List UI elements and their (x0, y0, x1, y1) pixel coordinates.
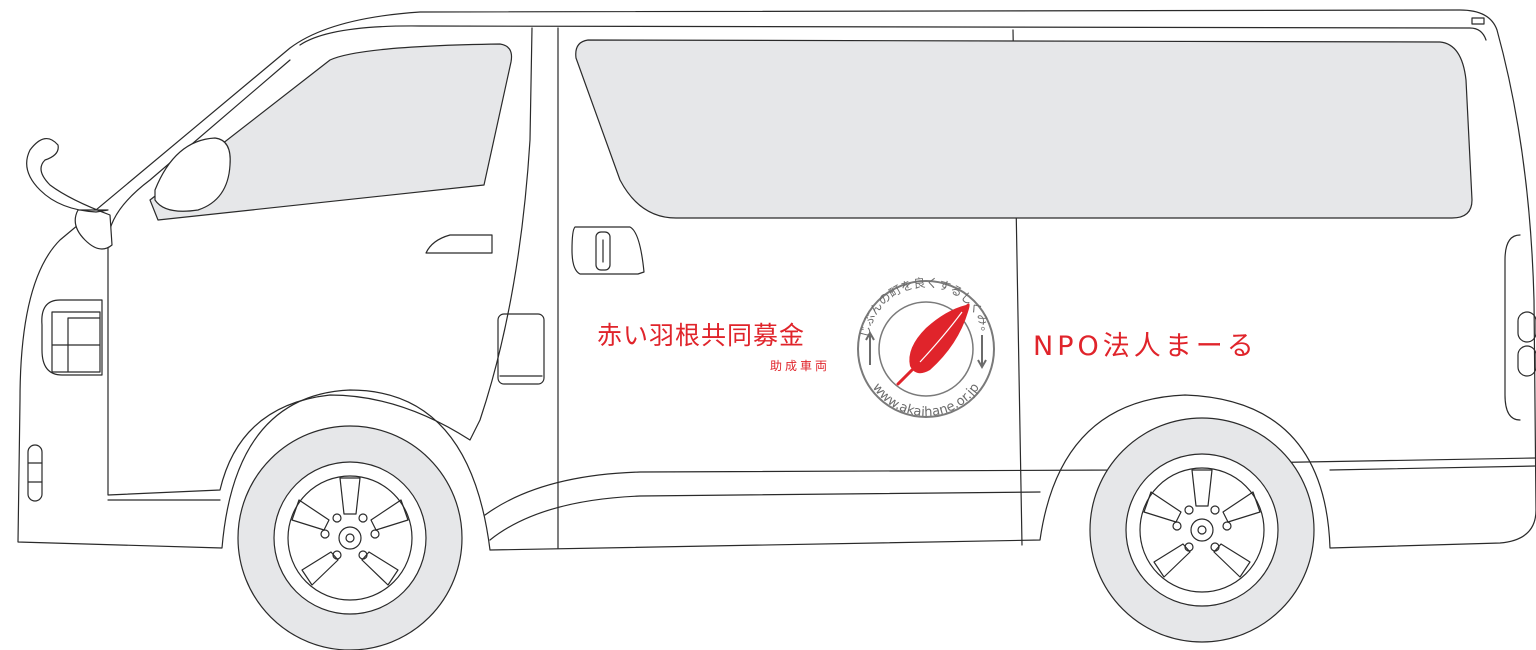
fund-name-text: 赤い羽根共同募金 (597, 321, 806, 350)
door-handle-grip (595, 231, 611, 271)
fund-subtitle-text: 助成車両 (770, 359, 831, 373)
lower-side-line (1329, 465, 1536, 471)
organization-name-text: NPO法人まーる (1033, 331, 1258, 362)
fuel-flap (497, 313, 545, 385)
red-feather-emblem: じぶんの町を良くするしくみ。 www.akaihane.or.jp (857, 275, 995, 420)
headlight (41, 299, 103, 376)
front-window (149, 43, 513, 221)
emblem-arrow-left (865, 330, 875, 365)
rear-reflector-upper (1517, 311, 1536, 343)
rear-light (1504, 234, 1521, 421)
rear-corner (1471, 17, 1485, 25)
rear-reflector-lower (1517, 345, 1536, 377)
front-wheel (237, 425, 463, 650)
roof-line (299, 25, 1487, 46)
red-feather-icon (896, 303, 970, 386)
sliding-door-handle (571, 226, 645, 275)
rear-wheel (1089, 417, 1315, 643)
rear-window (575, 39, 1473, 219)
front-handle-curl (26, 138, 113, 250)
emblem-arrow-right (977, 335, 987, 370)
side-marker (27, 444, 43, 502)
headlight-inner (51, 311, 101, 373)
side-mirror (154, 137, 231, 212)
front-door-handle (425, 234, 493, 254)
